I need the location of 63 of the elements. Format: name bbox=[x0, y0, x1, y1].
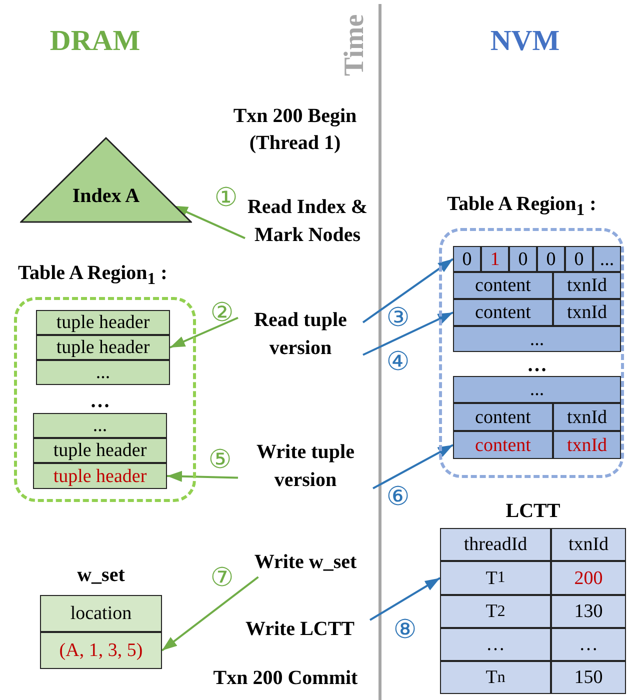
table-cell: ... bbox=[33, 413, 167, 438]
table-cell: threadId bbox=[440, 528, 551, 561]
arrow bbox=[362, 312, 454, 356]
step-number: ③ bbox=[385, 303, 411, 333]
event-text: Txn 200 Begin (Thread 1) bbox=[232, 104, 358, 156]
table-cell: 130 bbox=[551, 595, 626, 628]
memory-heading: DRAM bbox=[48, 24, 142, 59]
table-cell: content bbox=[453, 431, 553, 459]
table-cell: … bbox=[440, 628, 551, 661]
region-title: Table A Region$_{1}$ : bbox=[18, 262, 168, 289]
table-cell: 200 bbox=[551, 561, 626, 595]
step-number: ⑤ bbox=[207, 445, 233, 475]
bit-cell: 0 bbox=[509, 246, 537, 272]
step-label: Read tuple version bbox=[238, 305, 363, 363]
table-cell: content bbox=[453, 272, 553, 299]
ellipsis: … bbox=[89, 389, 111, 414]
arrow bbox=[170, 316, 238, 348]
table-cell: tuple header bbox=[33, 438, 167, 463]
step-number: ⑧ bbox=[392, 615, 418, 645]
table-cell: tuple header bbox=[36, 335, 170, 360]
step-label: Write LCTT bbox=[230, 614, 370, 644]
step-label: Write tuple version bbox=[238, 438, 373, 494]
ellipsis: … bbox=[526, 353, 548, 378]
table-cell: 150 bbox=[551, 661, 626, 694]
bit-cell: 0 bbox=[537, 246, 565, 272]
bit-cell: 1 bbox=[481, 246, 509, 272]
table-cell: (A, 1, 3, 5) bbox=[40, 632, 162, 669]
bit-cell: ... bbox=[593, 246, 621, 272]
table-cell: txnId bbox=[553, 272, 621, 299]
table-cell: content bbox=[453, 403, 553, 431]
step-number: ④ bbox=[385, 347, 411, 377]
table-cell: txnId bbox=[553, 403, 621, 431]
bit-cell: 0 bbox=[453, 246, 481, 272]
table-cell: txnId bbox=[553, 431, 621, 459]
arrow bbox=[362, 258, 454, 324]
step-label: Write w_set bbox=[238, 547, 373, 577]
memory-heading: NVM bbox=[489, 24, 561, 59]
table-title: w_set bbox=[76, 564, 126, 587]
table-cell: location bbox=[40, 595, 162, 632]
step-number: ② bbox=[209, 298, 235, 328]
arrow bbox=[166, 470, 238, 482]
table-title: LCTT bbox=[504, 500, 562, 523]
table-cell: ... bbox=[36, 360, 170, 385]
bit-cell: 0 bbox=[565, 246, 593, 272]
node-label: Index A bbox=[71, 185, 141, 208]
arrow bbox=[369, 577, 441, 621]
arrow bbox=[161, 576, 259, 652]
table-cell: … bbox=[551, 628, 626, 661]
step-number: ⑥ bbox=[385, 482, 411, 512]
event-text: Txn 200 Commit bbox=[212, 666, 359, 691]
step-label: Read Index & Mark Nodes bbox=[245, 178, 370, 264]
arrow bbox=[372, 444, 454, 490]
step-number: ① bbox=[213, 183, 239, 213]
table-cell: txnId bbox=[551, 528, 626, 561]
table-cell: tuple header bbox=[36, 310, 170, 335]
time-heading: Time bbox=[338, 13, 371, 78]
table-cell: ... bbox=[453, 326, 621, 352]
region-title: Table A Region$_{1}$ : bbox=[447, 193, 596, 220]
table-cell: tuple header bbox=[33, 463, 167, 489]
table-cell: ... bbox=[453, 376, 621, 403]
table-cell: txnId bbox=[553, 299, 621, 326]
step-number: ⑦ bbox=[209, 563, 235, 593]
table-cell: content bbox=[453, 299, 553, 326]
